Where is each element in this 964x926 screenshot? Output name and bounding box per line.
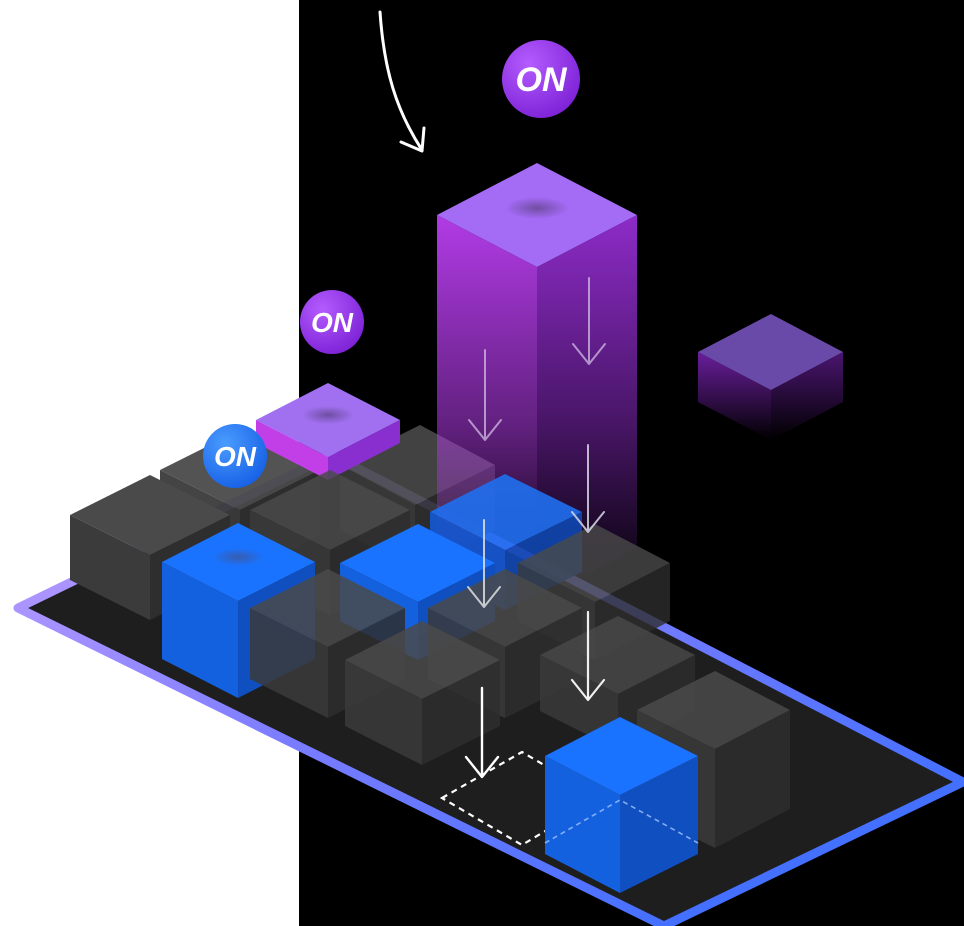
purple-block-floating (698, 314, 843, 440)
svg-text:ON: ON (214, 441, 257, 472)
on-badge-large: ON (502, 40, 580, 118)
down-arrow-icon (571, 444, 605, 533)
svg-text:ON: ON (311, 307, 354, 338)
down-arrow-icon (570, 610, 606, 702)
purple-block-small (256, 383, 400, 480)
svg-text:ON: ON (516, 61, 568, 99)
curved-arrow-icon (378, 10, 426, 153)
on-badge-medium: ON (300, 290, 364, 354)
down-arrow-icon (572, 277, 606, 365)
on-badge-small: ON (203, 424, 267, 488)
cube-gray (345, 621, 500, 765)
cube-blue (544, 717, 699, 893)
down-arrow-icon (468, 349, 502, 441)
down-arrow-icon (464, 686, 500, 779)
down-arrow-icon (467, 519, 501, 608)
